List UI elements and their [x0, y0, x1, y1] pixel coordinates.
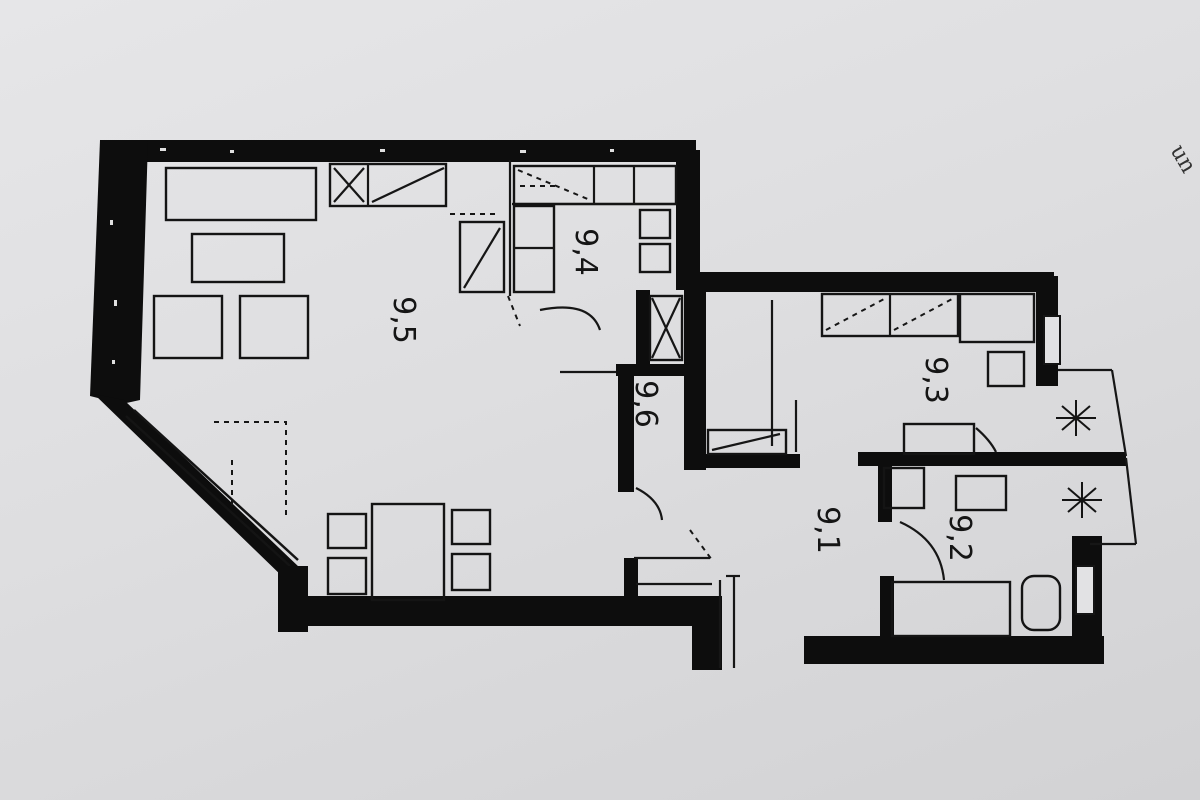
bedroom-furniture [706, 292, 1036, 456]
toilet [1020, 574, 1062, 632]
room-label-kitchen: 9,4 [568, 228, 603, 276]
room-label-corridor: 9,1 [810, 506, 845, 554]
exterior-walls [90, 140, 1126, 670]
chair-1 [326, 512, 368, 550]
kitchen-furniture [328, 162, 684, 362]
armchair-right [238, 294, 310, 360]
table-small [190, 232, 286, 284]
margin-note: un [1165, 141, 1200, 178]
washbasin [954, 474, 1008, 512]
living-furniture [152, 166, 492, 602]
room-label-bedroom: 9,3 [918, 356, 953, 404]
armchair-left [152, 294, 224, 360]
interior-lines [214, 160, 1138, 668]
room-label-hall-closet: 9,6 [628, 380, 663, 428]
chair-2 [326, 556, 368, 596]
sideboard [164, 166, 318, 222]
room-label-bathroom: 9,2 [942, 514, 977, 562]
chair-4 [450, 552, 492, 592]
room-label-living: 9,5 [386, 296, 421, 344]
ceiling-lights [1056, 400, 1102, 518]
dining-table [370, 502, 446, 602]
bathtub [890, 580, 1012, 638]
bathroom-furniture [882, 466, 1062, 638]
chair-3 [450, 508, 492, 546]
